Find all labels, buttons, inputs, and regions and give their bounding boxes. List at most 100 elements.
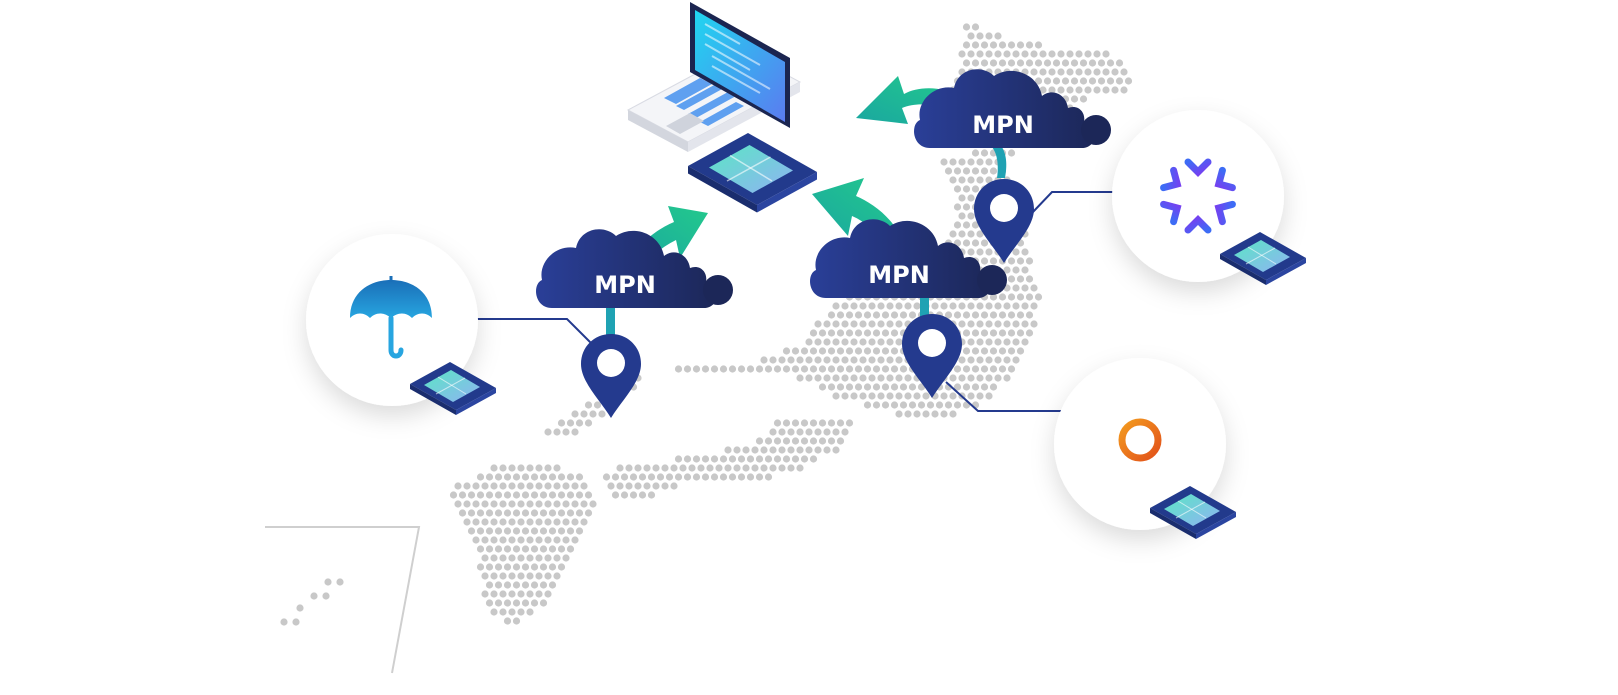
map-dot bbox=[476, 509, 485, 517]
map-dot bbox=[778, 428, 786, 436]
map-dot bbox=[769, 464, 777, 472]
map-dot bbox=[499, 518, 507, 526]
map-dot bbox=[953, 365, 962, 373]
map-dot bbox=[958, 356, 966, 364]
map-dot bbox=[499, 482, 507, 490]
map-dot bbox=[868, 392, 876, 400]
map-dot bbox=[553, 464, 561, 472]
map-dot bbox=[998, 311, 1007, 319]
map-dot bbox=[1124, 77, 1133, 85]
map-dot bbox=[611, 491, 620, 499]
map-dot bbox=[688, 464, 696, 472]
map-dot bbox=[976, 356, 984, 364]
map-dot bbox=[544, 590, 552, 598]
map-dot bbox=[845, 383, 854, 391]
map-dot bbox=[971, 347, 980, 355]
map-dot bbox=[512, 563, 521, 571]
map-dot bbox=[1021, 338, 1029, 346]
map-dot bbox=[994, 320, 1002, 328]
map-dot bbox=[1048, 50, 1056, 58]
map-dot bbox=[1075, 68, 1083, 76]
map-dot bbox=[562, 536, 570, 544]
map-dot bbox=[827, 383, 836, 391]
arrow-right bbox=[856, 76, 960, 124]
map-dot bbox=[490, 518, 498, 526]
map-dot bbox=[557, 509, 566, 517]
map-dot bbox=[589, 500, 597, 508]
cloud-label: MPN bbox=[868, 261, 930, 289]
map-dot bbox=[593, 401, 602, 409]
map-dot bbox=[949, 392, 957, 400]
map-dot bbox=[1030, 302, 1038, 310]
map-dot bbox=[1007, 59, 1016, 67]
map-dot bbox=[989, 383, 998, 391]
map-dot bbox=[517, 608, 525, 616]
map-dot bbox=[854, 347, 863, 355]
map-dot bbox=[868, 320, 876, 328]
map-dot bbox=[782, 455, 791, 463]
map-dot bbox=[998, 347, 1007, 355]
map-dot bbox=[944, 167, 953, 175]
map-dot bbox=[949, 230, 957, 238]
map-dot bbox=[1057, 86, 1065, 94]
map-dot bbox=[481, 500, 489, 508]
map-dot bbox=[544, 518, 552, 526]
map-dot bbox=[976, 50, 984, 58]
map-dot bbox=[863, 311, 872, 319]
map-dot bbox=[571, 500, 579, 508]
map-dot bbox=[517, 464, 525, 472]
map-dot bbox=[953, 401, 962, 409]
map-dot bbox=[499, 464, 507, 472]
map-dot bbox=[490, 482, 498, 490]
map-dot bbox=[958, 50, 966, 58]
map-dot bbox=[508, 554, 516, 562]
map-dot bbox=[544, 464, 552, 472]
map-dot bbox=[454, 482, 462, 490]
map-dot bbox=[485, 527, 494, 535]
map-dot bbox=[535, 554, 543, 562]
map-dot bbox=[512, 509, 521, 517]
map-dot bbox=[755, 455, 764, 463]
map-dot bbox=[827, 311, 836, 319]
map-dot bbox=[881, 401, 890, 409]
map-dot bbox=[832, 320, 840, 328]
map-dot bbox=[539, 581, 548, 589]
map-dot bbox=[336, 578, 344, 586]
map-dot bbox=[517, 536, 525, 544]
map-dot bbox=[526, 536, 534, 544]
map-dot bbox=[872, 383, 881, 391]
map-dot bbox=[962, 239, 971, 247]
map-dot bbox=[733, 446, 741, 454]
map-dot bbox=[845, 347, 854, 355]
map-dot bbox=[827, 419, 836, 427]
map-dot bbox=[782, 437, 791, 445]
map-dot bbox=[796, 356, 804, 364]
map-dot bbox=[985, 320, 993, 328]
map-dot bbox=[548, 581, 557, 589]
map-dot bbox=[557, 563, 566, 571]
map-dot bbox=[886, 320, 894, 328]
map-dot bbox=[1007, 293, 1016, 301]
map-dot bbox=[1079, 59, 1088, 67]
map-dot bbox=[958, 194, 966, 202]
map-dot bbox=[472, 536, 480, 544]
map-dot bbox=[967, 248, 975, 256]
map-dot bbox=[877, 338, 885, 346]
map-dot bbox=[562, 518, 570, 526]
map-dot bbox=[517, 572, 525, 580]
map-dot bbox=[1106, 59, 1115, 67]
map-dot bbox=[994, 302, 1002, 310]
map-dot bbox=[454, 500, 462, 508]
map-dot bbox=[832, 428, 840, 436]
map-dot bbox=[503, 527, 512, 535]
map-dot bbox=[778, 464, 786, 472]
map-dot bbox=[994, 32, 1002, 40]
map-dot bbox=[967, 212, 975, 220]
map-dot bbox=[544, 554, 552, 562]
map-dot bbox=[940, 392, 948, 400]
map-dot bbox=[733, 464, 741, 472]
map-dot bbox=[1079, 77, 1088, 85]
map-dot bbox=[827, 347, 836, 355]
map-dot bbox=[1039, 50, 1047, 58]
map-dot bbox=[769, 428, 777, 436]
